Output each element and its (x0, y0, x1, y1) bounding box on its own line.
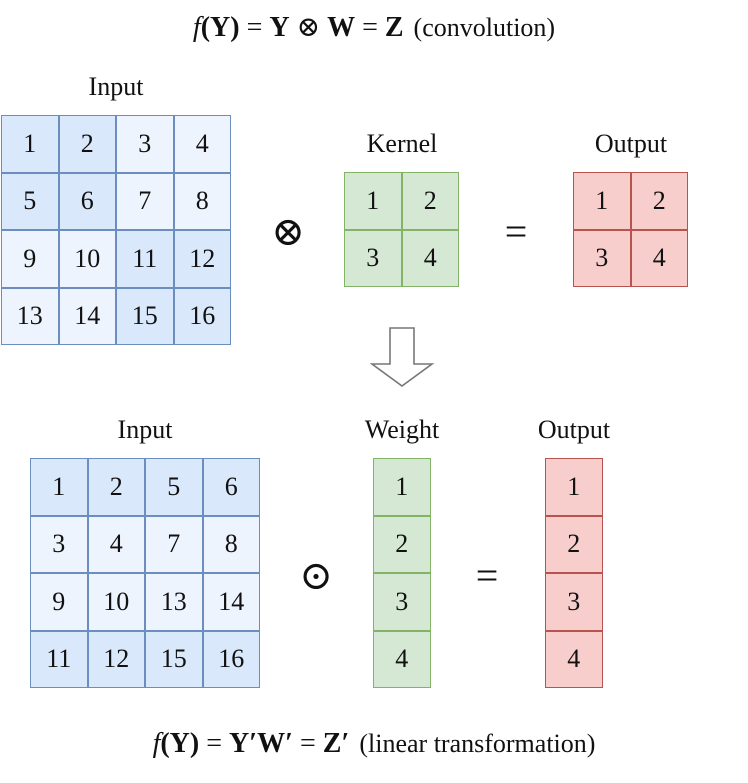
matrix-cell: 15 (145, 630, 203, 688)
output-cell: 4 (630, 229, 688, 287)
output-cell: 2 (630, 172, 688, 230)
matrix-cell: 7 (116, 172, 174, 230)
kernel-cell: 4 (401, 229, 459, 287)
weight-cell: 2 (373, 515, 431, 573)
matrix-cell: 12 (173, 230, 231, 288)
matrix-cell: 14 (58, 287, 116, 345)
formula-w: W (327, 12, 356, 43)
matrix-cell: 3 (116, 115, 174, 173)
matrix-cell: 6 (58, 172, 116, 230)
kernel-cell: 3 (344, 229, 402, 287)
formula-eq: = (355, 12, 385, 43)
matrix-cell: 1 (1, 115, 59, 173)
formula-eq: = (199, 728, 230, 759)
bottom-output-label: Output (537, 415, 611, 444)
down-arrow-icon (369, 327, 435, 387)
formula-eq: = (239, 12, 270, 43)
kernel-cell: 2 (401, 172, 459, 230)
output-cell: 1 (573, 172, 631, 230)
matrix-cell: 2 (58, 115, 116, 173)
formula-f: f (152, 728, 161, 759)
formula-arg: (Y) (200, 12, 240, 43)
matrix-cell: 12 (87, 630, 145, 688)
matrix-cell: 8 (173, 172, 231, 230)
top-output-label: Output (594, 129, 668, 158)
matrix-cell: 5 (145, 458, 203, 516)
matrix-cell: 3 (30, 515, 88, 573)
convolution-operator-icon: ⊗ (271, 209, 305, 254)
bottom-input-label: Input (117, 415, 173, 444)
matrix-cell: 2 (87, 458, 145, 516)
formula-f: f (192, 12, 201, 43)
matrix-cell: 1 (30, 458, 88, 516)
formula-yw: Y′W′ (229, 728, 293, 759)
matrix-cell: 9 (1, 230, 59, 288)
matrix-cell: 7 (145, 515, 203, 573)
matrix-cell: 15 (116, 287, 174, 345)
equals-symbol: = (504, 209, 528, 254)
formula-eq: = (293, 728, 323, 759)
equals-symbol: = (475, 553, 499, 598)
matrix-cell: 10 (58, 230, 116, 288)
matrix-cell: 13 (1, 287, 59, 345)
formula-z: Z (384, 12, 404, 43)
top-formula: f(Y) = Y ⊗ W = Z (convolution) (0, 10, 748, 44)
kernel-label: Kernel (366, 129, 438, 158)
top-input-label: Input (88, 72, 144, 101)
bottom-formula: f(Y) = Y′W′ = Z′ (linear transformation) (0, 728, 748, 760)
matrix-cell: 11 (30, 630, 88, 688)
formula-y: Y (269, 12, 290, 43)
matrix-cell: 9 (30, 573, 88, 631)
matrix-cell: 10 (87, 573, 145, 631)
hadamard-operator-icon: ⊙ (299, 553, 333, 598)
output-cell: 3 (573, 229, 631, 287)
output-cell: 1 (545, 458, 603, 516)
formula-conv: ⊗ (289, 12, 328, 43)
weight-cell: 4 (373, 630, 431, 688)
matrix-cell: 6 (202, 458, 260, 516)
output-cell: 2 (545, 515, 603, 573)
matrix-cell: 16 (173, 287, 231, 345)
matrix-cell: 4 (87, 515, 145, 573)
matrix-cell: 16 (202, 630, 260, 688)
matrix-cell: 8 (202, 515, 260, 573)
output-cell: 4 (545, 630, 603, 688)
formula-arg: (Y) (160, 728, 200, 759)
matrix-cell: 13 (145, 573, 203, 631)
weight-cell: 3 (373, 573, 431, 631)
matrix-cell: 4 (173, 115, 231, 173)
matrix-cell: 11 (116, 230, 174, 288)
output-cell: 3 (545, 573, 603, 631)
matrix-cell: 5 (1, 172, 59, 230)
formula-note: (linear transformation) (359, 729, 596, 758)
weight-label: Weight (364, 415, 440, 444)
matrix-cell: 14 (202, 573, 260, 631)
kernel-cell: 1 (344, 172, 402, 230)
formula-z: Z′ (322, 728, 350, 759)
weight-cell: 1 (373, 458, 431, 516)
formula-note: (convolution) (413, 13, 556, 42)
